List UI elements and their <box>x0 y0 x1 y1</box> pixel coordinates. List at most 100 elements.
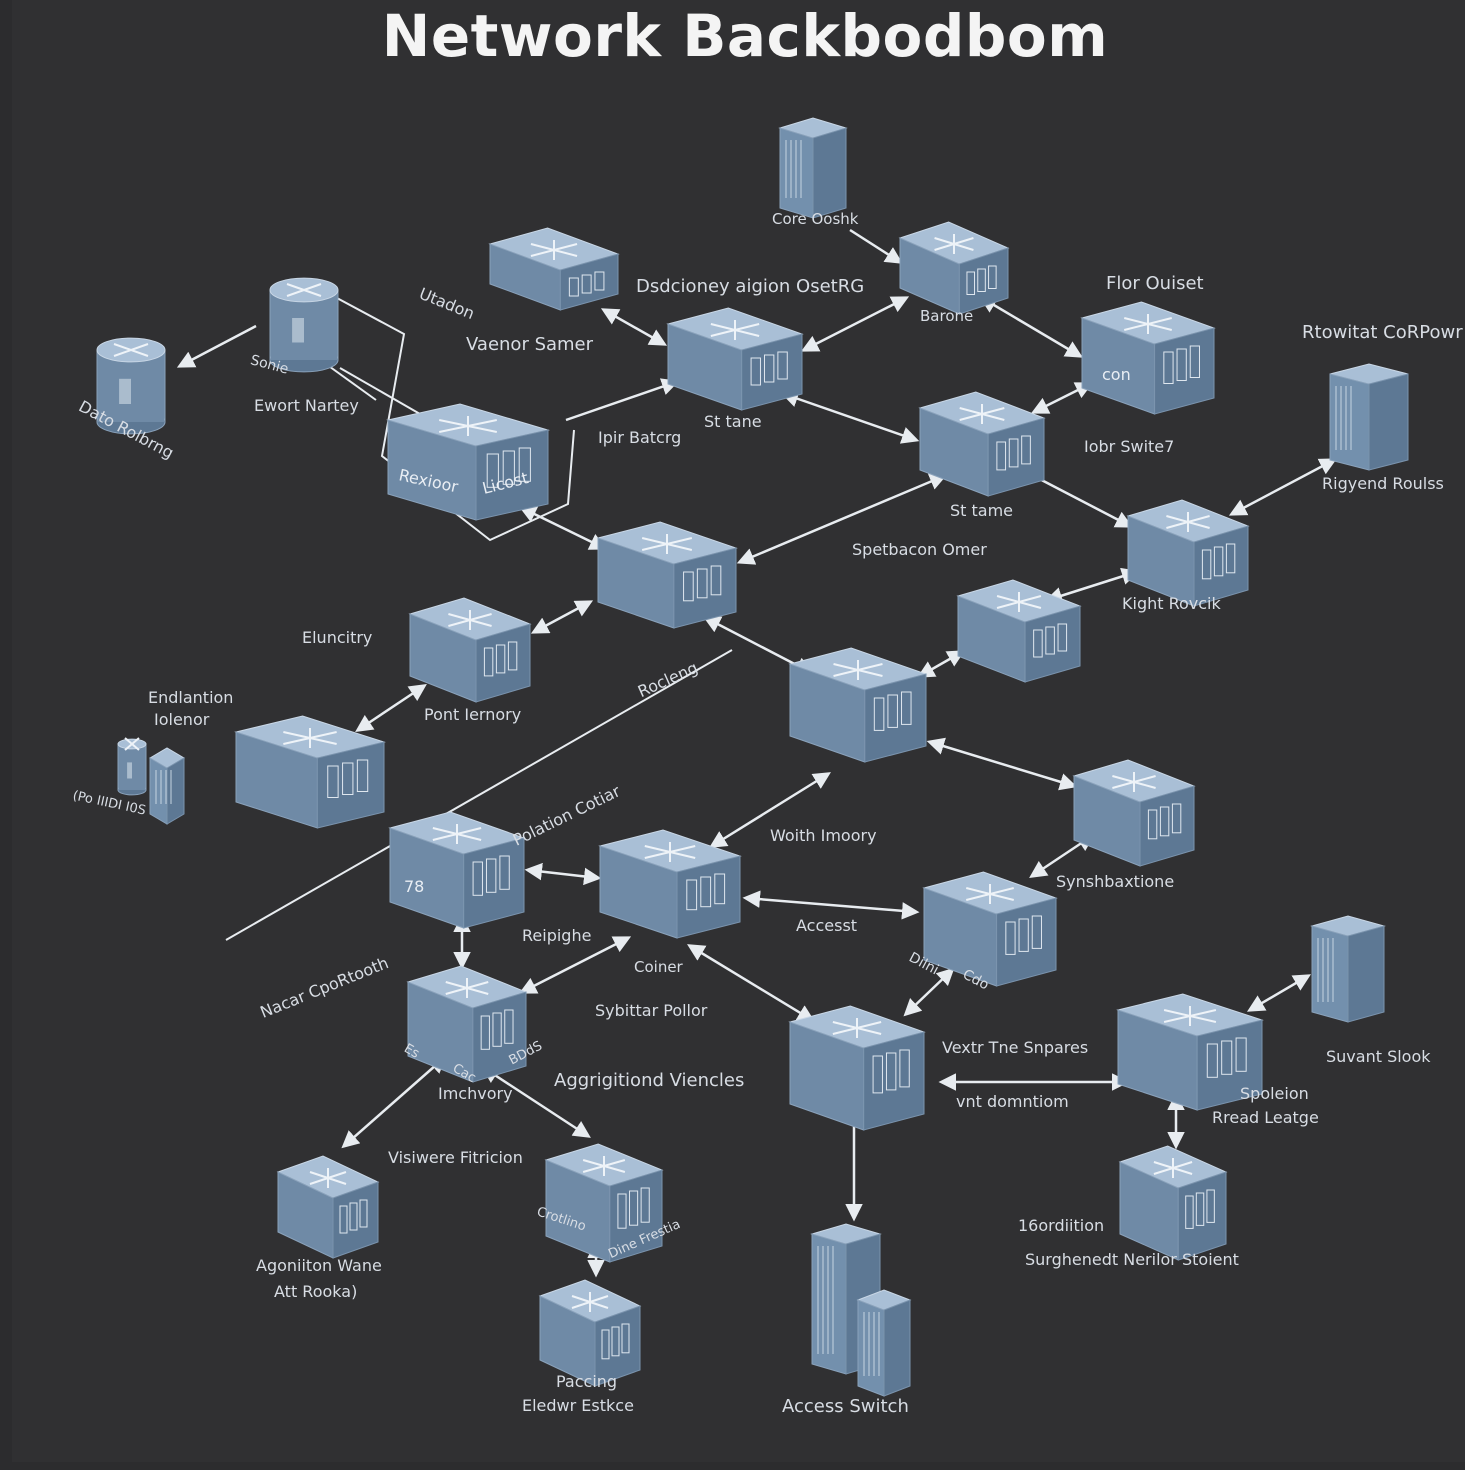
spoleion-router-icon[interactable] <box>1116 993 1264 1111</box>
link-kight-midright <box>1044 567 1140 605</box>
label-elunctry: Eluncitry <box>302 628 373 647</box>
label-directory: Dsdcioney aigion OsetRG <box>636 276 865 297</box>
label-lobr: Iobr Swite7 <box>1084 437 1175 456</box>
center-router-icon[interactable] <box>788 647 928 763</box>
visiwere-switch-icon[interactable] <box>544 1143 664 1263</box>
label-pont: Pont Iernory <box>424 705 522 724</box>
label-aggrigitional: Aggrigitiond Viencles <box>554 1070 745 1091</box>
label-rtowitat: Rtowitat CoRPowr <box>1302 322 1463 343</box>
link-st2-kight <box>1029 472 1134 528</box>
label-eledwr: Eledwr Estkce <box>522 1396 634 1415</box>
box-78-text: 78 <box>404 877 424 896</box>
link-left-router-data <box>176 324 257 368</box>
label-paccing: Paccing <box>556 1372 618 1391</box>
flor-con-text: con <box>1102 365 1131 384</box>
links-layer <box>176 228 1338 1278</box>
elunctry-icon[interactable] <box>408 597 532 703</box>
core-server-icon[interactable] <box>778 117 848 219</box>
link-center-access <box>709 772 831 848</box>
spetbacon-icon[interactable] <box>596 521 738 629</box>
st-lane-1-icon[interactable] <box>666 307 804 411</box>
link-st2-spetbacon <box>736 473 948 565</box>
label-kight: Kight Rovcik <box>1122 594 1221 613</box>
label-ewort: Ewort Nartey <box>254 396 359 415</box>
label-woith: Woith Imoory <box>770 826 877 845</box>
label-ioleonr: Iolenor <box>154 710 210 729</box>
access-center-icon[interactable] <box>788 1005 926 1131</box>
label-vnt: vnt domntiom <box>956 1092 1069 1111</box>
link-spetbacon-elunctry <box>530 600 594 634</box>
flor-switch-icon[interactable]: con <box>1080 301 1216 415</box>
label-coiner: Coiner <box>634 958 683 976</box>
link-st1-st2 <box>780 390 920 444</box>
access-server-icon[interactable] <box>598 829 742 939</box>
label-ordition: 16ordiition <box>1018 1216 1105 1235</box>
link-aggregation-visiwere <box>481 1066 591 1138</box>
link-elunctry-endlantion <box>355 684 427 732</box>
bottom-right-switch-icon[interactable] <box>1118 1145 1228 1261</box>
aggregation-icon[interactable] <box>406 965 528 1083</box>
mid-right-switch-icon[interactable] <box>956 579 1082 683</box>
label-agnition: Agoniiton Wane <box>256 1256 382 1275</box>
access-switch-tower-icon[interactable] <box>810 1223 912 1397</box>
line-sonie-line <box>325 363 377 401</box>
page-title: Network Backbodbom <box>381 2 1109 70</box>
line-diag-line-1 <box>339 367 421 415</box>
kight-routk-icon[interactable] <box>1126 499 1250 607</box>
label-endlantion: Endlantion <box>148 688 234 707</box>
paccing-switch-icon[interactable] <box>538 1279 642 1387</box>
label-surghenedt: Surghenedt Nerilor Stoient <box>1025 1250 1239 1269</box>
link-ipir-st1 <box>565 378 680 422</box>
ring-switch-icon[interactable] <box>1072 759 1196 867</box>
top-switch-icon[interactable] <box>898 221 1010 315</box>
link-suvant-spoleion <box>1246 974 1312 1012</box>
link-box78-access <box>524 862 602 886</box>
label-att-rooka: Att Rooka) <box>274 1282 358 1301</box>
label-spoleion: Spoleion <box>1240 1084 1309 1103</box>
link-synsh-accesscenter <box>903 967 955 1017</box>
label-synsh: Synshbaxtione <box>1056 872 1175 891</box>
label-barone: Barone <box>920 307 974 325</box>
agnition-switch-icon[interactable] <box>276 1155 380 1259</box>
link-aggregation-agnition <box>341 1055 447 1149</box>
label-visiwere: Visiwere Fitricion <box>388 1148 523 1167</box>
label-suvant: Suvant Slook <box>1326 1047 1431 1066</box>
link-flor-st2 <box>1030 382 1094 414</box>
link-midright-center <box>916 650 966 678</box>
data-router-icon[interactable] <box>96 337 166 435</box>
link-access-aggregation <box>518 936 632 994</box>
right-tower-icon[interactable] <box>1329 363 1409 471</box>
link-dir-st1 <box>600 308 668 346</box>
link-router-spetbacon <box>518 506 608 550</box>
label-core-ooshk: Core Ooshk <box>772 210 859 228</box>
label-vaenor: Vaenor Samer <box>466 334 594 355</box>
link-top-flor <box>978 296 1084 358</box>
label-access-mid: Accesst <box>796 916 858 935</box>
label-st-lane-2: St tame <box>950 501 1014 520</box>
link-core-top <box>849 228 903 264</box>
label-reipighe: Reipighe <box>522 926 592 945</box>
server-stack-icon[interactable] <box>117 737 185 825</box>
label-vextr: Vextr Tne Snpares <box>942 1038 1089 1057</box>
directory-server-icon[interactable] <box>488 227 620 311</box>
label-imchvory: Imchvory <box>438 1084 513 1103</box>
st-lane-2-icon[interactable] <box>918 391 1046 497</box>
left-router-icon[interactable] <box>269 277 339 373</box>
link-access-synsh <box>742 890 920 920</box>
synshbaxtione-icon[interactable] <box>922 871 1058 987</box>
line-divider-lower <box>225 649 733 941</box>
suvant-tower-icon[interactable] <box>1310 915 1386 1023</box>
label-st-lane-1: St tane <box>704 412 762 431</box>
label-rread: Rread Leatge <box>1212 1108 1319 1127</box>
label-ipir: Ipir Batcrg <box>598 428 682 447</box>
label-access-switch: Access Switch <box>782 1396 909 1417</box>
endlantion-box-icon[interactable] <box>234 715 386 829</box>
label-spetbacon: Spetbacon Omer <box>852 540 987 559</box>
link-center-ring <box>926 737 1078 791</box>
box-78-icon[interactable]: 78 <box>388 811 526 929</box>
label-flor-ouiset: Flor Ouiset <box>1106 273 1204 294</box>
label-rigyend: Rigyend Roulss <box>1322 474 1444 493</box>
